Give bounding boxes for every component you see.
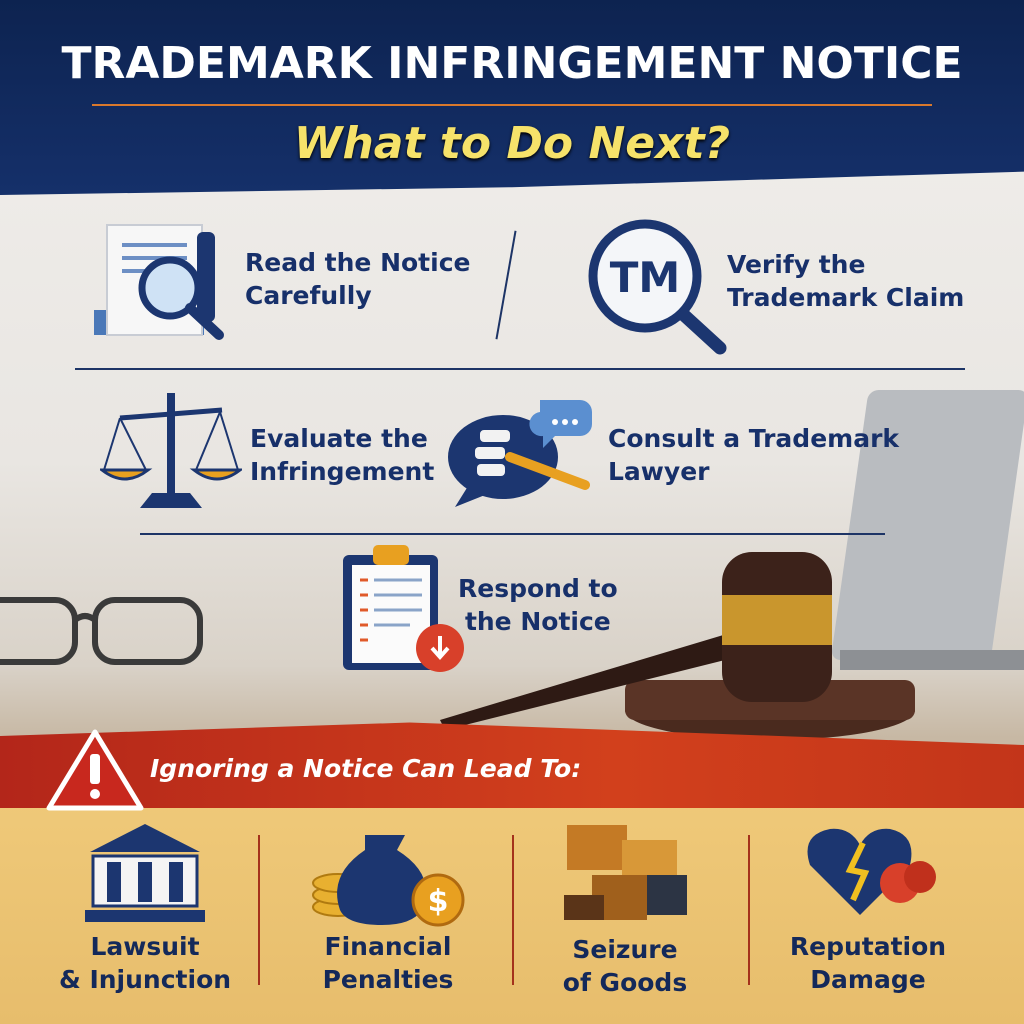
clipboard-icon	[343, 545, 464, 672]
step-label: the Notice	[464, 607, 611, 636]
consequence-reputation: Reputation Damage	[768, 930, 968, 996]
broken-heart-icon	[807, 828, 936, 915]
consequence-label: & Injunction	[58, 965, 232, 994]
consequence-label: Financial	[324, 932, 452, 961]
column-divider	[258, 835, 260, 985]
tm-magnifier-icon: TM	[588, 219, 727, 355]
boxes-icon	[564, 825, 687, 920]
step-verify-claim: Verify the Trademark Claim	[727, 248, 964, 314]
page-title: TRADEMARK INFRINGEMENT NOTICE	[61, 38, 963, 89]
consequence-label: Seizure	[572, 935, 678, 964]
consequence-financial: Financial Penalties	[288, 930, 488, 996]
header-banner	[0, 0, 1024, 195]
laptop-icon	[831, 390, 1024, 660]
consequence-label: Reputation	[789, 932, 947, 961]
courthouse-icon	[85, 824, 205, 922]
step-label: Consult a Trademark	[608, 424, 900, 453]
step-label: Carefully	[245, 281, 372, 310]
lawyer-chat-icon	[448, 400, 592, 507]
step-consult-lawyer: Consult a Trademark Lawyer	[608, 422, 899, 488]
consequence-lawsuit: Lawsuit & Injunction	[45, 930, 245, 996]
column-divider	[512, 835, 514, 985]
step-label: Lawyer	[608, 457, 710, 486]
money-bag-icon: $	[312, 835, 465, 927]
step-label: Verify the	[727, 250, 866, 279]
warning-icon	[46, 729, 144, 811]
gavel-icon	[440, 552, 915, 740]
scales-icon	[100, 393, 242, 508]
dollar-sign: $	[428, 884, 449, 919]
page-subtitle: What to Do Next?	[293, 118, 731, 169]
document-magnifier-icon	[94, 224, 224, 340]
title-divider	[92, 104, 932, 106]
column-divider	[748, 835, 750, 985]
consequence-seizure: Seizure of Goods	[525, 933, 725, 999]
tm-badge: TM	[610, 253, 680, 302]
consequence-label: of Goods	[562, 968, 688, 997]
row-divider	[75, 368, 965, 370]
step-read-notice: Read the Notice Carefully	[245, 246, 470, 312]
step-label: Trademark Claim	[727, 283, 965, 312]
desk-scene-illustration	[0, 390, 1024, 740]
row-divider	[140, 533, 885, 535]
step-label: Infringement	[250, 457, 435, 486]
step-label: Evaluate the	[250, 424, 428, 453]
consequence-label: Lawsuit	[90, 932, 200, 961]
consequence-label: Damage	[810, 965, 926, 994]
warning-text: Ignoring a Notice Can Lead To:	[150, 754, 582, 783]
step-label: Read the Notice	[245, 248, 471, 277]
glasses-icon	[0, 597, 203, 665]
consequence-label: Penalties	[322, 965, 454, 994]
step-label: Respond to	[458, 574, 618, 603]
step-respond: Respond to the Notice	[458, 572, 618, 638]
step-evaluate: Evaluate the Infringement	[250, 422, 434, 488]
